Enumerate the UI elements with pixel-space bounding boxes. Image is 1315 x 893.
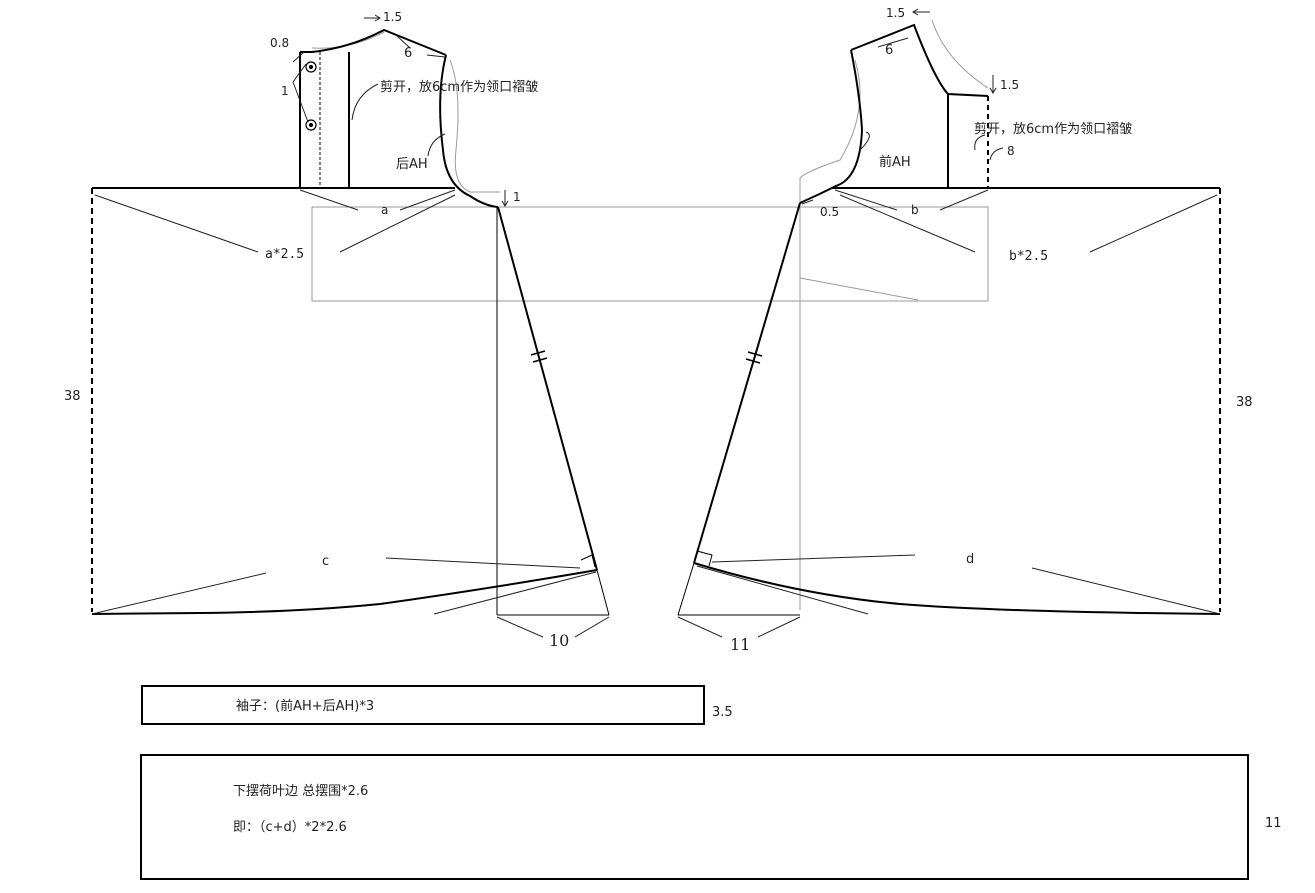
front-armhole-guide	[799, 59, 861, 610]
back-neck-offset-label: 1.5	[383, 10, 402, 24]
back-armhole-drop-label: 1	[513, 190, 521, 204]
back-top-mult-label: a*2.5	[265, 247, 304, 262]
back-armhole-guide	[449, 59, 500, 193]
front-armhole-offset-label: 0.5	[820, 205, 839, 219]
back-notch-1	[530, 350, 546, 356]
back-neck-width-label: 0.8	[270, 36, 289, 50]
front-armhole-label: 前AH	[879, 154, 911, 170]
bodice-guide-box	[311, 206, 989, 302]
front-neck-offset-label: 1.5	[886, 6, 905, 20]
front-placket-label: 8	[1007, 144, 1015, 158]
front-top-mult-label: b*2.5	[1009, 249, 1048, 264]
front-right-angle	[696, 550, 713, 567]
front-hem	[693, 562, 1221, 615]
front-side-seam	[693, 202, 801, 564]
sleeve-rect	[141, 685, 705, 725]
front-top-dim-label: b	[911, 203, 919, 217]
back-bottom-dim-label: c	[322, 554, 329, 569]
front-cut-note: 剪开，放6cm作为领口褶皱	[974, 121, 1132, 137]
back-hem-width-label: 10	[549, 631, 569, 650]
sleeve-strip: 袖子：(前AH+后AH)*3 3.5	[141, 685, 733, 725]
back-cut-note: 剪开，放6cm作为领口褶皱	[380, 79, 538, 95]
ruffle-line-2: 即：（c+d）*2*2.6	[233, 820, 347, 835]
back-side-seam	[497, 206, 598, 571]
front-hem-corner	[677, 562, 695, 616]
original-bodice-guides	[311, 19, 989, 610]
button-circle-icon	[305, 119, 317, 131]
back-hem	[91, 569, 598, 615]
front-bottom-dim-label: d	[966, 552, 974, 567]
back-shoulder-label: 6	[404, 46, 412, 61]
back-skirt-outline	[91, 187, 610, 616]
back-bodice	[299, 28, 499, 208]
front-notch-2	[745, 358, 761, 364]
front-neck-guide	[931, 19, 989, 89]
ruffle-line-1: 下摆荷叶边 总摆围*2.6	[233, 784, 368, 799]
sleeve-width-label: 3.5	[712, 705, 733, 720]
front-dart-guide	[799, 277, 919, 301]
front-leaders	[677, 8, 1221, 638]
front-bodice	[799, 23, 989, 204]
front-notch-1	[747, 351, 763, 357]
back-notch-2	[532, 357, 548, 363]
ruffle-strip: 下摆荷叶边 总摆围*2.6 即：（c+d）*2*2.6 11	[140, 754, 1282, 880]
back-top-dim-label: a	[381, 203, 388, 217]
front-height-label: 38	[1236, 395, 1253, 410]
back-armhole	[439, 54, 499, 208]
front-hem-width-label: 11	[730, 635, 750, 654]
back-height-label: 38	[64, 389, 81, 404]
front-neckline	[850, 23, 989, 97]
ruffle-width-label: 11	[1265, 816, 1282, 831]
back-leaders	[91, 14, 610, 638]
ruffle-rect	[140, 754, 1249, 880]
back-right-angle	[580, 554, 596, 568]
back-hem-corner	[596, 569, 610, 616]
back-button-spacing-label: 1	[281, 84, 289, 98]
sleeve-label: 袖子：(前AH+后AH)*3	[236, 698, 374, 714]
back-panel: 1.5 0.8 6 1 剪开，放6cm作为领口褶皱 后AH 1 a a*2.5 …	[64, 10, 610, 650]
button-circle-icon	[305, 61, 317, 73]
back-neckline	[300, 28, 447, 56]
front-skirt-outline	[677, 187, 1221, 616]
front-panel: 1.5 1.5 6 剪开，放6cm作为领口褶皱 8 前AH 0.5 b b*2.…	[677, 6, 1253, 654]
back-armhole-label: 后AH	[396, 157, 428, 172]
front-armhole	[799, 49, 864, 204]
front-shoulder-label: 6	[885, 43, 893, 58]
front-neck-drop-label: 1.5	[1000, 78, 1019, 92]
